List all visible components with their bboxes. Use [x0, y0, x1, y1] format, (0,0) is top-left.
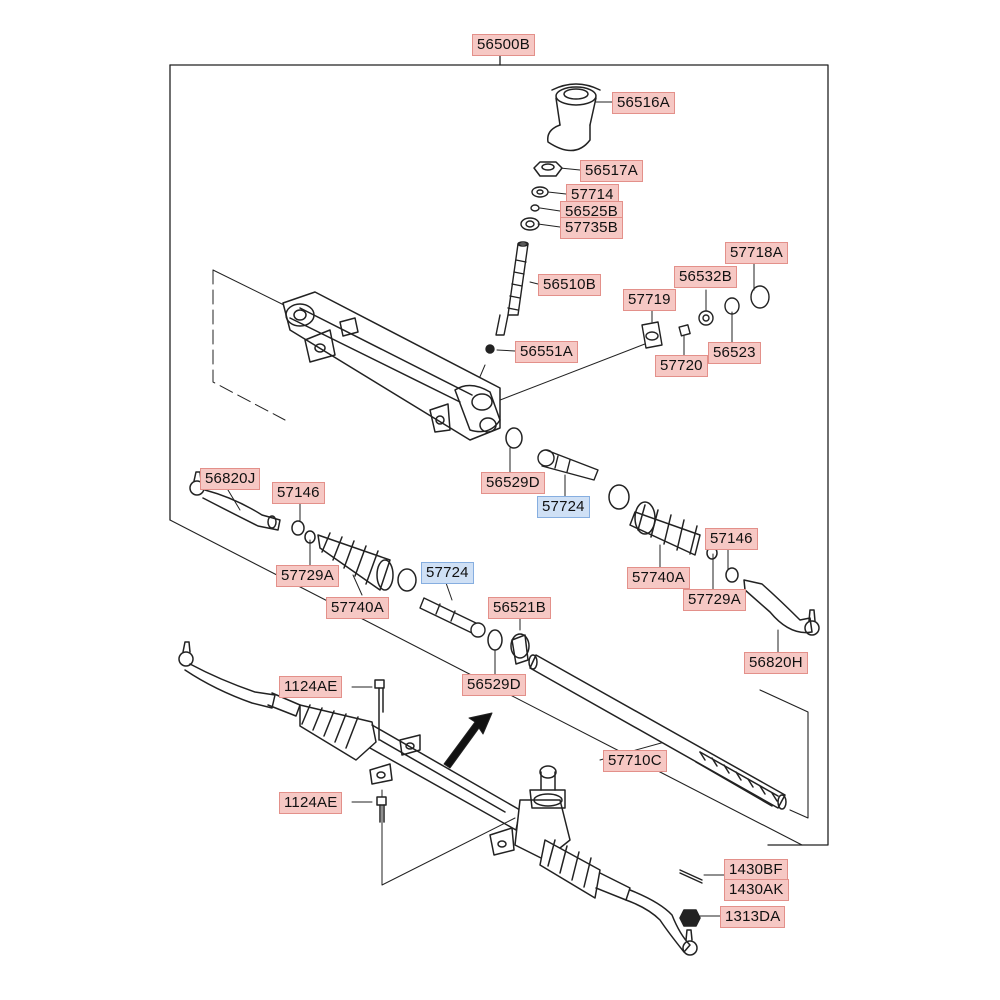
part-label-57724-upper[interactable]: 57724: [537, 496, 590, 518]
part-label-57146-left[interactable]: 57146: [272, 482, 325, 504]
washer-part: [531, 186, 549, 198]
gear-housing-part: [282, 291, 501, 441]
seal-part: [520, 217, 540, 231]
part-label-56551A[interactable]: 56551A: [515, 341, 578, 363]
snap-ring-right: [608, 484, 630, 510]
part-label-57729A-left[interactable]: 57729A: [276, 565, 339, 587]
part-label-56516A[interactable]: 56516A: [612, 92, 675, 114]
clamp-57729A-left: [304, 530, 316, 544]
bellows-right: [629, 501, 701, 556]
part-label-1124AE-lower[interactable]: 1124AE: [279, 792, 343, 814]
part-label-57719[interactable]: 57719: [623, 289, 676, 311]
part-label-56523[interactable]: 56523: [708, 342, 761, 364]
part-label-57740A-left[interactable]: 57740A: [326, 597, 389, 619]
ring-part: [530, 204, 540, 212]
rack-bar-part: [528, 654, 787, 810]
part-label-56529D-lower[interactable]: 56529D: [462, 674, 526, 696]
part-label-57724-lower[interactable]: 57724: [421, 562, 474, 584]
nut-57720: [678, 324, 691, 337]
part-label-57720[interactable]: 57720: [655, 355, 708, 377]
plug-part: [485, 344, 495, 354]
part-label-57729A-right[interactable]: 57729A: [683, 589, 746, 611]
direction-arrow: [443, 712, 493, 769]
part-label-56517A[interactable]: 56517A: [580, 160, 643, 182]
bolt-1124AE-upper: [374, 679, 385, 741]
bellows-left: [317, 532, 394, 591]
part-label-56510B[interactable]: 56510B: [538, 274, 601, 296]
part-label-1430AK[interactable]: 1430AK: [724, 879, 789, 901]
inner-tie-rod-lower: [419, 597, 486, 638]
nut-57146-right: [725, 567, 739, 583]
part-label-56820H[interactable]: 56820H: [744, 652, 808, 674]
snap-ring-left: [397, 568, 417, 592]
part-label-56529D-upper[interactable]: 56529D: [481, 472, 545, 494]
snap-ring-lower: [487, 629, 503, 651]
part-label-56820J[interactable]: 56820J: [200, 468, 261, 490]
nut-57146-left: [291, 520, 305, 536]
part-label-1313DA[interactable]: 1313DA: [720, 906, 786, 928]
assembled-gear-box: [178, 641, 698, 956]
part-label-57714[interactable]: 57714: [566, 184, 619, 206]
part-label-1430BF[interactable]: 1430BF: [724, 859, 788, 881]
part-label-57710C[interactable]: 57710C: [603, 750, 667, 772]
castle-nut-part: [679, 909, 701, 927]
part-label-57718A[interactable]: 57718A: [725, 242, 788, 264]
bush-56521B: [510, 633, 530, 665]
oring-56523: [724, 297, 740, 315]
part-label-1124AE-upper[interactable]: 1124AE: [279, 676, 343, 698]
part-label-56521B[interactable]: 56521B: [488, 597, 551, 619]
tie-rod-end-right: [743, 579, 820, 636]
spring-56532B: [698, 310, 714, 326]
oring-57718A: [750, 285, 770, 309]
cotter-pin-part: [679, 869, 703, 884]
part-label-57735B[interactable]: 57735B: [560, 217, 623, 239]
part-label-56500B[interactable]: 56500B: [472, 34, 535, 56]
dust-cover-part: [547, 83, 601, 152]
part-label-56532B[interactable]: 56532B: [674, 266, 737, 288]
inner-tie-rod-upper: [537, 449, 599, 481]
pinion-shaft-part: [495, 241, 529, 336]
part-label-57740A-right[interactable]: 57740A: [627, 567, 690, 589]
frame-lines: [169, 51, 829, 886]
nut-part: [533, 161, 563, 177]
snap-ring-upper: [505, 427, 523, 449]
bolt-1124AE-lower: [376, 796, 387, 823]
yoke-plug-part: [641, 321, 663, 349]
part-label-57146-right[interactable]: 57146: [705, 528, 758, 550]
